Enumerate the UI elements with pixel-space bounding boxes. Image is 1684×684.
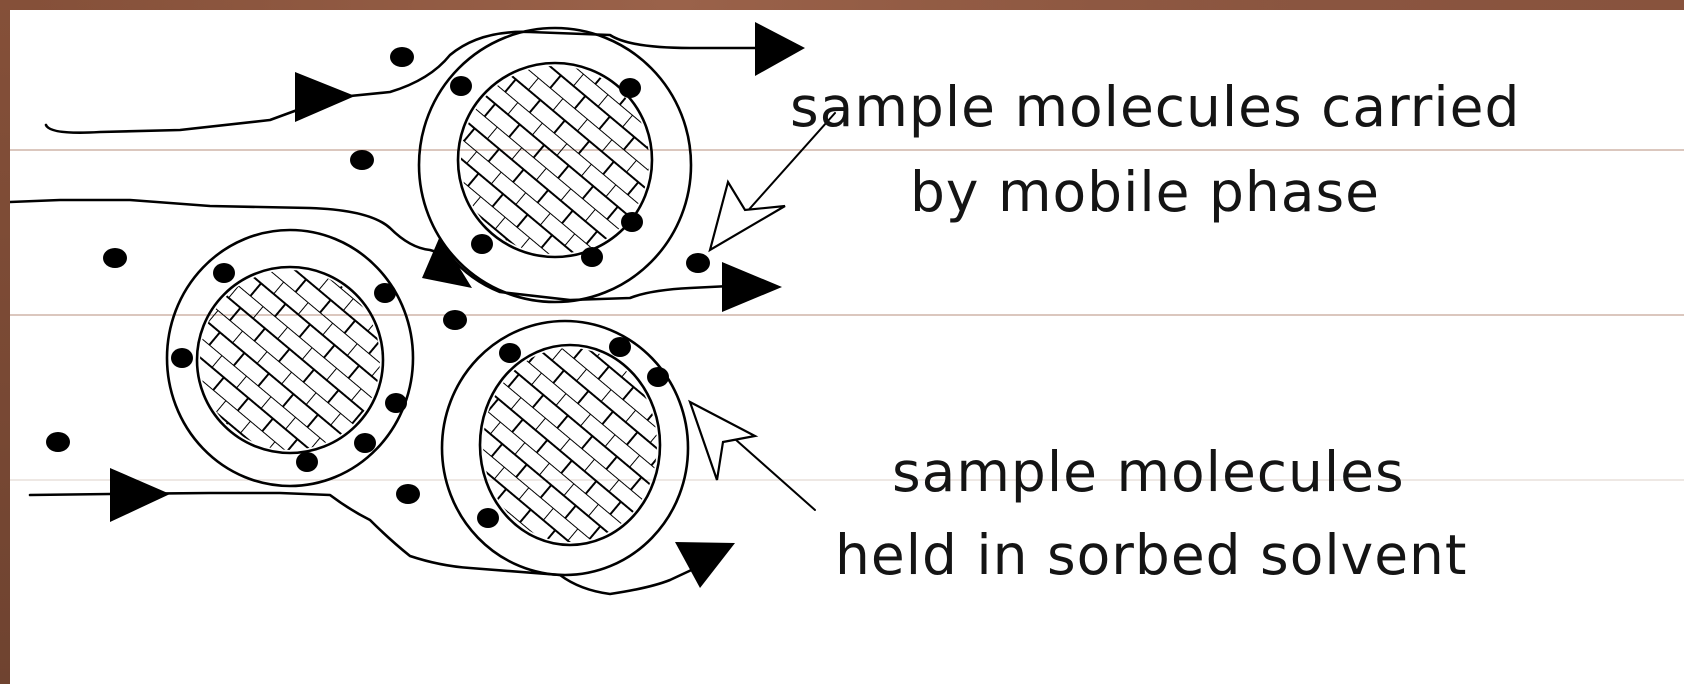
- label-sorbed-line2: held in sorbed solvent: [835, 523, 1468, 587]
- arrowhead-top-right: [755, 22, 805, 76]
- pointer-sorbed-solvent: [688, 399, 816, 511]
- diagram-panel: sample molecules carried by mobile phase…: [10, 10, 1684, 684]
- free-molecules: [46, 47, 710, 504]
- pointer-mobile-phase: [708, 112, 836, 253]
- sorbed-molecules: [171, 76, 669, 528]
- chromatography-diagram: [10, 22, 1684, 596]
- arrowhead-top-left: [295, 72, 355, 122]
- label-mobile-line1: sample molecules carried: [790, 75, 1521, 139]
- label-sorbed-line1: sample molecules: [892, 440, 1405, 504]
- arrowhead-middle-center: [422, 236, 472, 288]
- particle-top: [417, 26, 693, 304]
- arrowhead-middle-right: [722, 262, 782, 312]
- flow-path-top: [44, 30, 772, 134]
- flow-path-bottom: [28, 491, 702, 596]
- particle-bottom: [440, 319, 690, 577]
- arrowhead-bottom-right: [675, 542, 735, 588]
- particle-left: [165, 228, 415, 488]
- arrowhead-bottom-left: [110, 468, 170, 522]
- flow-path-middle: [10, 198, 732, 302]
- label-mobile-line2: by mobile phase: [910, 160, 1380, 224]
